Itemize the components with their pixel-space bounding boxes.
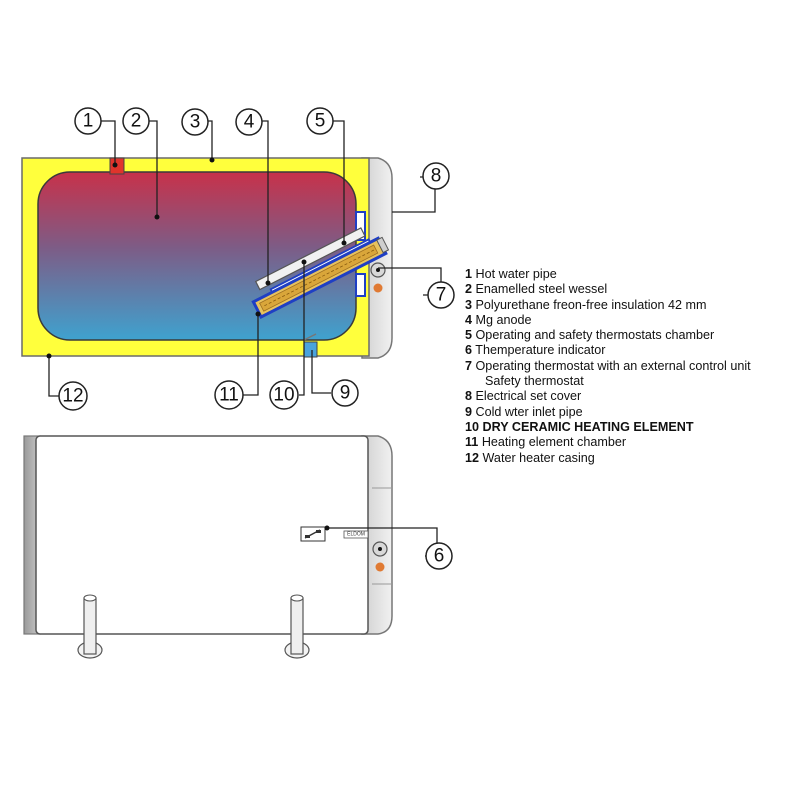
inlet-deflector xyxy=(303,333,317,341)
legend-label: Mg anode xyxy=(475,312,532,327)
callout-6-lower: 6 xyxy=(425,542,453,570)
callout-4: 4 xyxy=(235,108,263,136)
control-indicator-light xyxy=(373,283,383,293)
svg-text:10: 10 xyxy=(273,385,294,406)
element-terminal xyxy=(376,236,390,254)
svg-text:11: 11 xyxy=(219,385,239,406)
legend-item-10: 10 DRY CERAMIC HEATING ELEMENT xyxy=(465,420,751,435)
callout-8: 8 xyxy=(422,162,450,190)
anchor-dots xyxy=(46,157,347,531)
legend-number: 4 xyxy=(465,312,473,327)
legend-number: 9 xyxy=(465,404,473,419)
svg-text:5: 5 xyxy=(315,111,326,132)
legend-label: Enamelled steel wessel xyxy=(475,282,608,297)
svg-text:9: 9 xyxy=(340,383,351,404)
legend-label: Hot water pipe xyxy=(475,267,557,281)
legend-item-7-extra: Safety thermostat xyxy=(485,374,584,389)
legend-number: 2 xyxy=(465,282,473,297)
legend-label: Themperature indicator xyxy=(475,343,606,358)
callout-10: 10 xyxy=(269,380,299,410)
legend-item-12: 12 Water heater casing xyxy=(465,451,751,466)
legend-number: 5 xyxy=(465,328,473,343)
brand-label-text: ELDOM xyxy=(347,532,365,538)
svg-text:12: 12 xyxy=(62,386,83,407)
legend-number: 12 xyxy=(465,450,480,465)
svg-text:1: 1 xyxy=(83,111,94,132)
legend-label: Cold wter inlet pipe xyxy=(475,404,583,419)
callout-7: 7 xyxy=(427,281,455,309)
callout-5: 5 xyxy=(306,107,334,135)
legend-label: DRY CERAMIC HEATING ELEMENT xyxy=(482,419,694,434)
callout-2: 2 xyxy=(122,107,150,135)
callout-9: 9 xyxy=(331,379,359,407)
svg-text:4: 4 xyxy=(244,112,255,133)
legend-item-8: 8 Electrical set cover xyxy=(465,389,751,404)
svg-text:8: 8 xyxy=(431,166,442,187)
legend-item-6: 6 Themperature indicator xyxy=(465,343,751,358)
legend-number: 1 xyxy=(465,267,473,281)
brand-label xyxy=(343,530,369,539)
external-indicator-light xyxy=(375,562,385,572)
legend-item-11: 11 Heating element chamber xyxy=(465,435,751,450)
legend-label: Operating thermostat with an external co… xyxy=(475,358,751,373)
svg-text:2: 2 xyxy=(131,111,142,132)
legend-label: Operating and safety thermostats chamber xyxy=(475,328,715,343)
legend-number: 11 xyxy=(465,435,479,450)
legend-number: 8 xyxy=(465,389,473,404)
right-pipe-foot xyxy=(284,594,310,659)
legend-item-1: 1 Hot water pipe xyxy=(465,267,751,282)
callout-11: 11 xyxy=(214,380,244,410)
legend-item-7: 7 Operating thermostat with an external … xyxy=(465,359,751,374)
legend-label: Electrical set cover xyxy=(475,389,582,404)
callout-1: 1 xyxy=(74,107,102,135)
legend-label: Heating element chamber xyxy=(481,435,627,450)
thermostat-bracket xyxy=(355,211,366,241)
legend-item-3: 3 Polyurethane freon-free insulation 42 … xyxy=(465,298,751,313)
svg-text:3: 3 xyxy=(190,112,201,133)
cold-water-inlet-pipe xyxy=(303,341,318,358)
legend-label: Polyurethane freon-free insulation 42 mm xyxy=(475,297,707,312)
svg-text:6: 6 xyxy=(434,546,445,567)
callout-12: 12 xyxy=(58,381,88,411)
callout-3: 3 xyxy=(181,108,209,136)
svg-text:7: 7 xyxy=(436,285,447,306)
legend-label: Water heater casing xyxy=(482,450,595,465)
left-pipe-foot xyxy=(77,594,103,659)
callouts: 1 2 3 4 5 8 7 9 10 11 12 6 xyxy=(58,107,455,570)
legend-item-9: 9 Cold wter inlet pipe xyxy=(465,405,751,420)
thermostat-bracket-lower xyxy=(355,273,366,297)
legend-item-5: 5 Operating and safety thermostats chamb… xyxy=(465,328,751,343)
external-view: ELDOM xyxy=(23,435,393,659)
section-view xyxy=(21,157,393,359)
legend-item-2: 2 Enamelled steel wessel xyxy=(465,282,751,297)
legend-number: 7 xyxy=(465,358,473,373)
legend-number: 3 xyxy=(465,297,473,312)
mg-anode xyxy=(254,227,366,291)
legend-number: 10 xyxy=(465,419,480,434)
legend-item-4: 4 Mg anode xyxy=(465,313,751,328)
legend-number: 6 xyxy=(465,343,473,358)
